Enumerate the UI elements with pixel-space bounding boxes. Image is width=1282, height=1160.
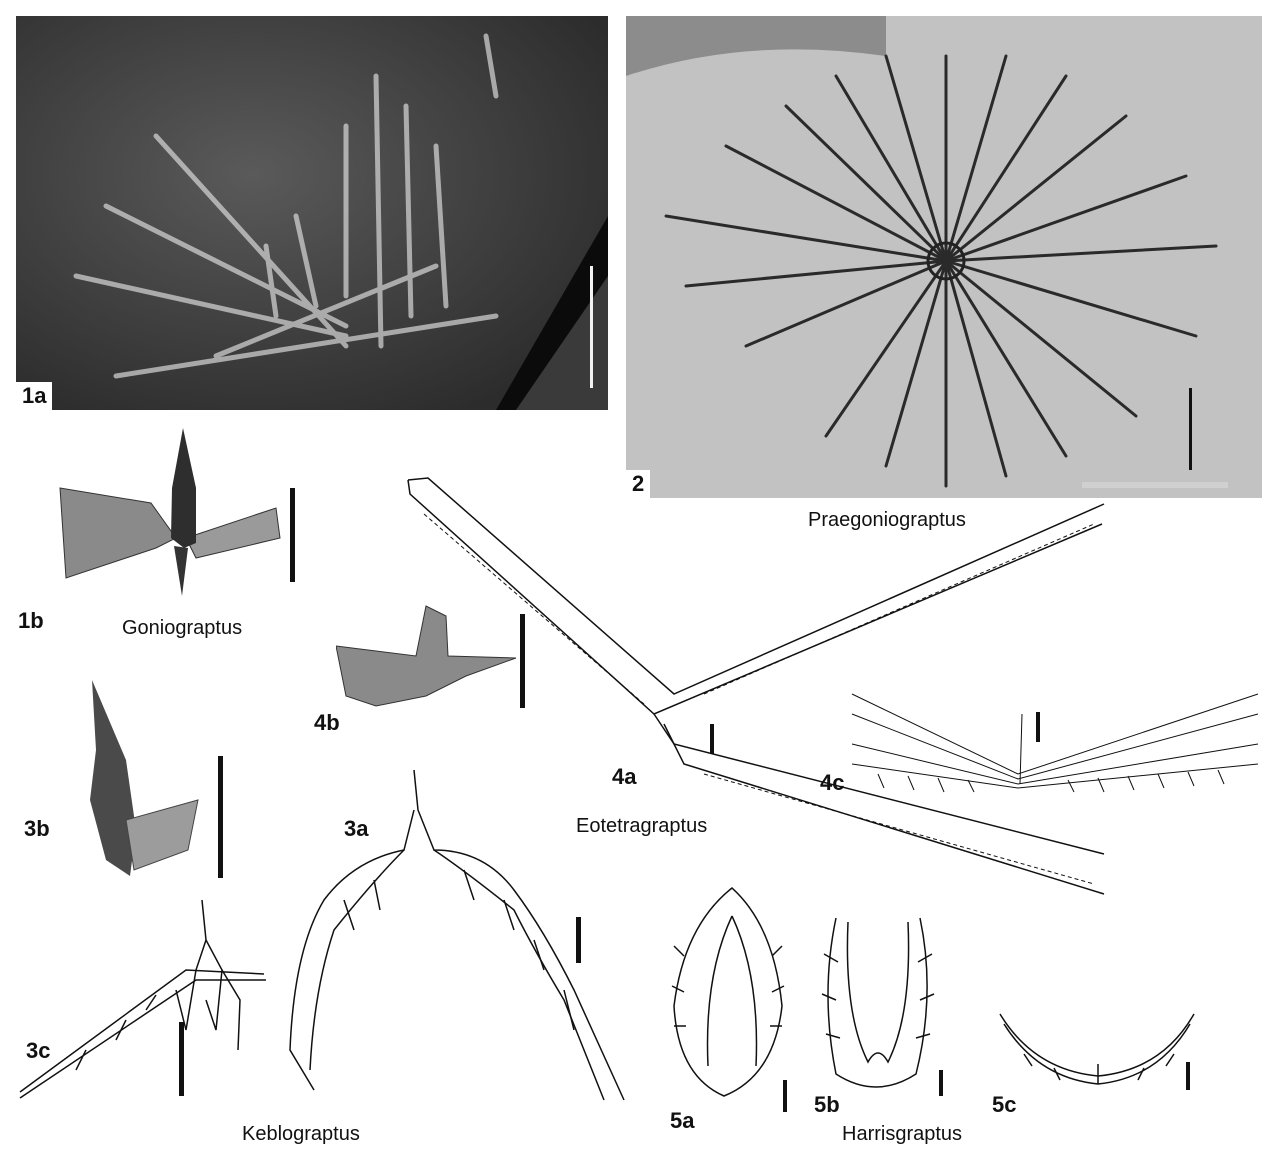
panel-label-4b: 4b bbox=[314, 710, 340, 735]
figure-4c bbox=[848, 684, 1264, 796]
photo-1a: 1a bbox=[16, 16, 608, 410]
figure-4b bbox=[336, 596, 532, 722]
stipe-rays bbox=[664, 54, 1218, 488]
figure-4a bbox=[404, 474, 1116, 912]
panel-label-5c: 5c bbox=[992, 1092, 1017, 1117]
caption-goniograptus: Goniograptus bbox=[122, 617, 243, 639]
fossil-5b-drawing bbox=[821, 917, 943, 1096]
panel-label-1b: 1b bbox=[18, 608, 44, 633]
figure-3c bbox=[16, 900, 272, 1100]
fossil-3a-drawing bbox=[289, 770, 625, 1101]
panel-label-5b: 5b bbox=[814, 1092, 840, 1117]
panel-label-3b: 3b bbox=[24, 816, 50, 841]
caption-harrisgraptus: Harrisgraptus bbox=[842, 1123, 963, 1145]
panel-label-4c: 4c bbox=[820, 770, 845, 795]
figure-3a bbox=[284, 770, 640, 1110]
figure-1b bbox=[56, 428, 316, 608]
figure-5c bbox=[994, 1010, 1206, 1100]
panel-label-3a: 3a bbox=[344, 816, 369, 841]
fossil-4c-drawing bbox=[851, 693, 1259, 793]
fossil-4a-drawing bbox=[407, 477, 1105, 895]
fossil-3b-drawing bbox=[90, 680, 223, 878]
panel-label-5a: 5a bbox=[670, 1108, 695, 1133]
fossil-5a-drawing bbox=[671, 887, 787, 1112]
caption-keblograptus: Keblograptus bbox=[242, 1123, 360, 1145]
fossil-3c-drawing bbox=[19, 900, 266, 1099]
figure-5b bbox=[816, 914, 956, 1104]
panel-label-4a: 4a bbox=[612, 764, 637, 789]
fossil-4b-drawing bbox=[336, 605, 525, 708]
photo-2: 2 bbox=[626, 16, 1262, 498]
figure-5a bbox=[664, 886, 800, 1116]
figure-3b bbox=[86, 680, 236, 880]
caption-eotetragraptus: Eotetragraptus bbox=[576, 815, 708, 837]
caption-praegoniograptus: Praegoniograptus bbox=[808, 509, 966, 531]
panel-label-1a: 1a bbox=[16, 382, 53, 410]
panel-label-3c: 3c bbox=[26, 1038, 51, 1063]
fossil-2-drawing bbox=[626, 16, 1262, 498]
fossil-1a-drawing bbox=[16, 16, 608, 410]
fossil-1b-drawing bbox=[59, 428, 295, 596]
fossil-5c-drawing bbox=[999, 1013, 1195, 1090]
panel-label-2: 2 bbox=[626, 470, 651, 498]
